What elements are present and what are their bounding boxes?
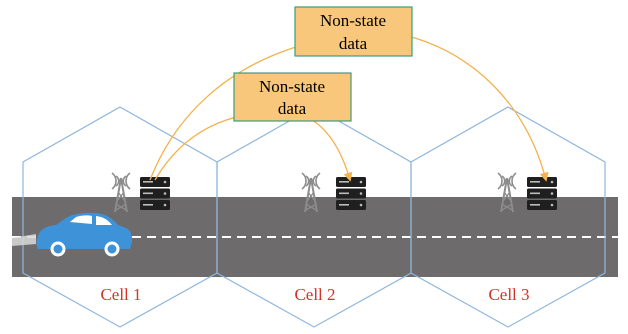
- cell-2-label: Cell 2: [294, 285, 335, 304]
- non-state-data-box-lower: Non-state data: [233, 72, 352, 122]
- server-rack-icon: [527, 177, 557, 210]
- server-rack-icon: [140, 177, 170, 210]
- non-state-data-box-upper: Non-state data: [294, 6, 413, 57]
- box-upper-line1: Non-state: [320, 11, 386, 30]
- box-lower-line1: Non-state: [259, 77, 325, 96]
- cell-3-label: Cell 3: [488, 285, 529, 304]
- cell-3-hexagon: [410, 106, 606, 328]
- server-rack-icon: [336, 177, 366, 210]
- migration-arrow-to-cell-2: [154, 111, 353, 182]
- cell-1-label: Cell 1: [100, 285, 141, 304]
- box-lower-line2: data: [278, 99, 307, 118]
- car-icon: [12, 212, 132, 257]
- box-upper-line2: data: [339, 34, 368, 53]
